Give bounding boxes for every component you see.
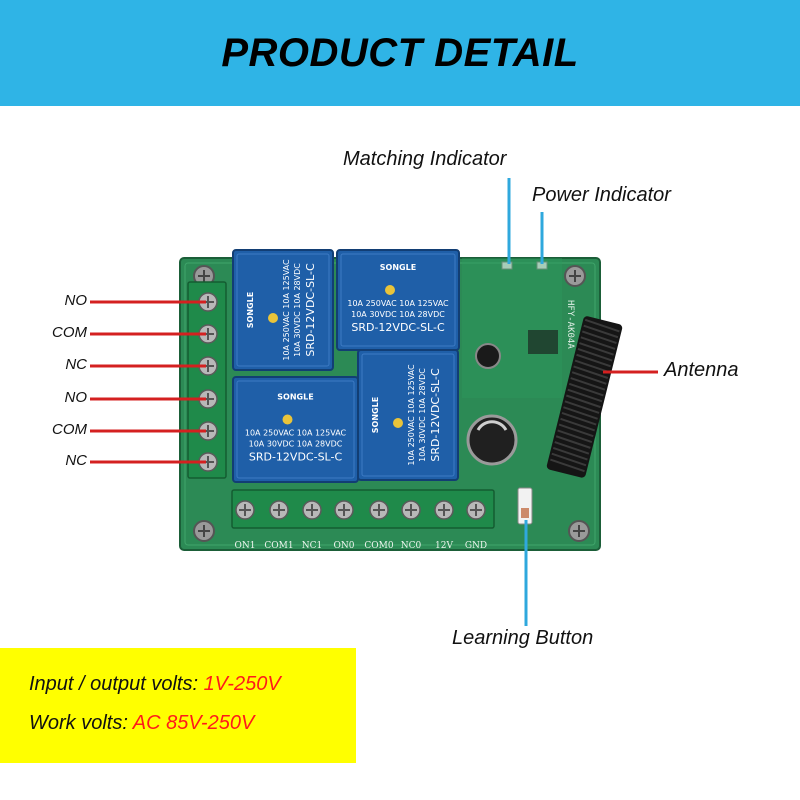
terminal-screw [302, 500, 322, 520]
terminal-screw [235, 500, 255, 520]
terminal-label: GND [465, 541, 487, 551]
learning-button-label: Learning Button [452, 627, 594, 649]
terminal-screw [401, 500, 421, 520]
spec-io-label: Input / output volts: [29, 673, 198, 695]
relay-rating2: 10A 30VDC 10A 28VDC [293, 263, 302, 357]
terminal-screw [269, 500, 289, 520]
relay-dot [385, 285, 395, 295]
terminal-screw [198, 421, 218, 441]
terminal-label: NC0 [401, 541, 422, 551]
mounting-hole [193, 520, 215, 542]
mounting-hole [568, 520, 590, 542]
pin-label-nc: NC [65, 356, 87, 373]
relay-brand: SONGLE [371, 397, 380, 433]
learning-button [517, 487, 533, 525]
relay-model: SRD-12VDC-SL-C [429, 368, 442, 462]
relay: SONGLE 10A 250VAC 10A 125VAC 10A 30VDC 10A… [232, 376, 359, 483]
relay-model: SRD-12VDC-SL-C [249, 451, 343, 464]
antenna-coil [546, 316, 623, 478]
spec-work-line: Work volts: AC 85V-250V [29, 712, 254, 735]
spec-work-label: Work volts: [29, 712, 128, 734]
specs-panel: Input / output volts: 1V-250V Work volts… [0, 648, 356, 763]
terminal-label: NC1 [302, 541, 323, 551]
terminal-label: COM1 [264, 541, 293, 551]
pin-label-no: NO [64, 292, 88, 309]
pin-label-com: COM [52, 324, 87, 341]
relay-rating1: 10A 250VAC 10A 125VAC [245, 429, 347, 438]
spec-io-line: Input / output volts: 1V-250V [29, 673, 281, 696]
relay-rating2: 10A 30VDC 10A 28VDC [351, 310, 445, 319]
pin-label-com: COM [52, 421, 87, 438]
terminal-screw [334, 500, 354, 520]
spec-io-value: 1V-250V [203, 673, 281, 695]
header-banner: PRODUCT DETAIL [0, 0, 800, 106]
matching-indicator-label: Matching Indicator [343, 148, 507, 170]
terminal-label: COM0 [364, 541, 393, 551]
relay-rating2: 10A 30VDC 10A 28VDC [418, 368, 427, 462]
terminal-label: 12V [435, 541, 453, 551]
terminal-screw [369, 500, 389, 520]
spec-work-value: AC 85V-250V [132, 712, 255, 734]
relay-model: SRD-12VDC-SL-C [304, 263, 317, 357]
antenna-label: Antenna [664, 359, 739, 381]
mounting-hole [564, 265, 586, 287]
relay-dot [393, 418, 403, 428]
relay-dot [268, 313, 278, 323]
relay-brand: SONGLE [380, 263, 416, 272]
relay-brand: SONGLE [277, 393, 313, 402]
pin-label-nc: NC [65, 452, 87, 469]
capacitor-small [475, 343, 501, 369]
terminal-screw [198, 389, 218, 409]
bottom-terminal-block [231, 489, 495, 529]
terminal-screw [434, 500, 454, 520]
page-title: PRODUCT DETAIL [221, 30, 579, 75]
ic-chip [528, 330, 558, 354]
receiver-module [462, 258, 562, 398]
led-matching [501, 261, 513, 270]
terminal-label: ON0 [334, 541, 355, 551]
relay-rating2: 10A 30VDC 10A 28VDC [249, 440, 343, 449]
terminal-screw [466, 500, 486, 520]
pin-label-no: NO [64, 389, 88, 406]
relay-rating1: 10A 250VAC 10A 125VAC [282, 259, 291, 361]
relay-dot [282, 414, 293, 425]
relay: SONGLE 10A 250VAC 10A 125VAC 10A 30VDC 10A… [336, 249, 460, 351]
board-marking: HFY-AK04A [565, 300, 575, 349]
relay-rating1: 10A 250VAC 10A 125VAC [407, 364, 416, 466]
relay-brand: SONGLE [246, 292, 255, 328]
terminal-label: ON1 [235, 541, 256, 551]
power-indicator-label: Power Indicator [532, 184, 671, 206]
relay-rating1: 10A 250VAC 10A 125VAC [347, 299, 449, 308]
relay-model: SRD-12VDC-SL-C [351, 321, 445, 334]
